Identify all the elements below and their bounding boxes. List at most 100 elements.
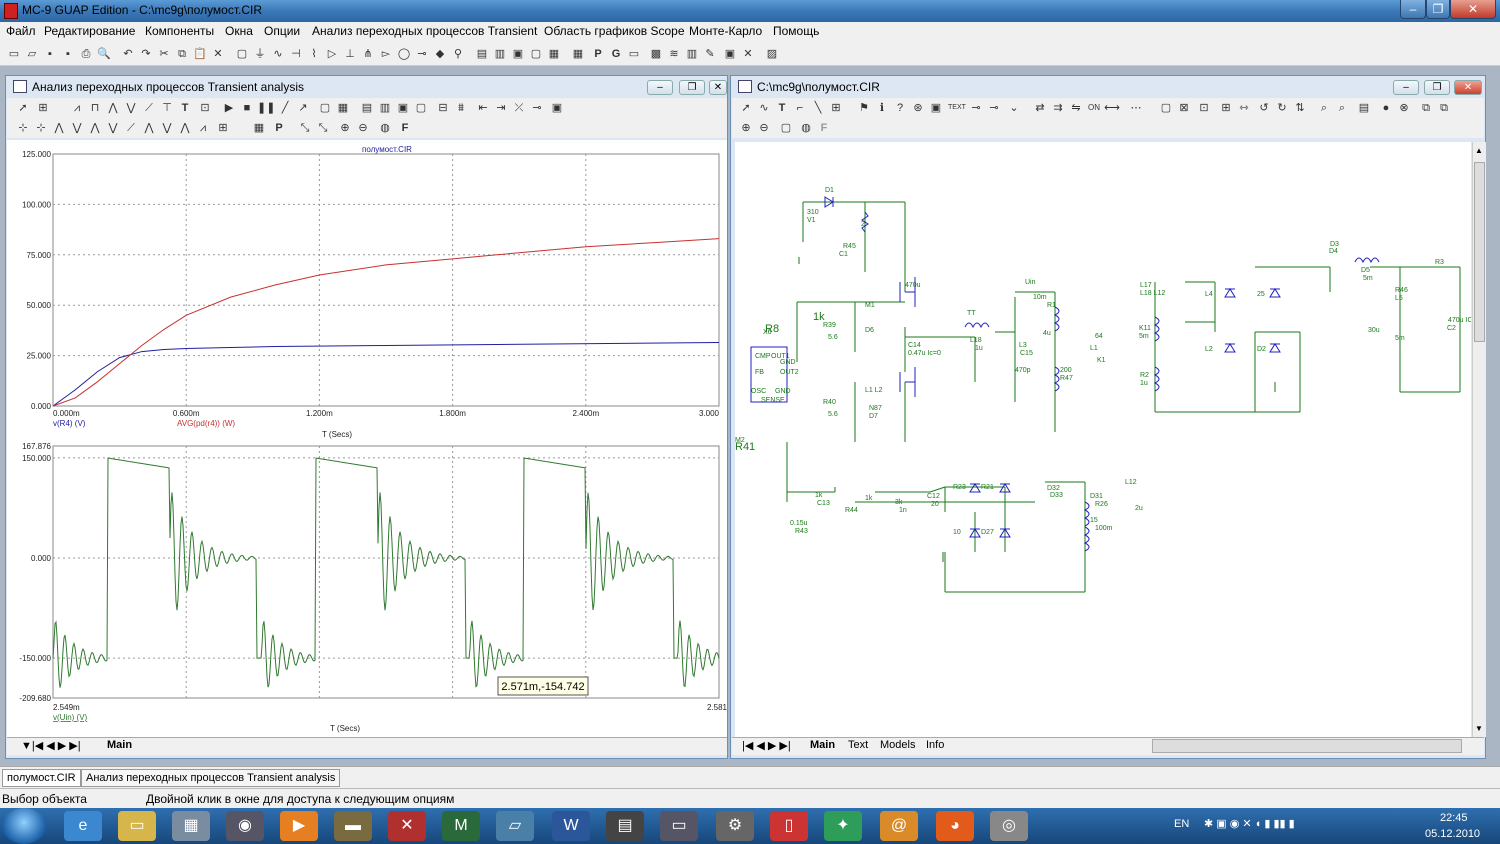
schematic-part[interactable] (899, 367, 916, 397)
book-icon[interactable]: ▤ (606, 811, 644, 841)
global-high-icon[interactable]: ⋀ (144, 122, 154, 134)
wire-icon[interactable]: ∿ (759, 102, 769, 114)
schematic-part[interactable] (969, 528, 981, 538)
voltage-icon[interactable]: ⊸ (989, 102, 999, 114)
menu-options[interactable]: Опции (264, 24, 301, 38)
run-icon[interactable]: ▶ (224, 102, 234, 114)
media-center-icon[interactable]: ◉ (226, 811, 264, 841)
schematic-part[interactable] (1153, 316, 1160, 342)
condition-icon[interactable]: ⇉ (1053, 102, 1063, 114)
text-toggle-icon[interactable]: TEXT (948, 104, 966, 111)
schematic-hscroll[interactable] (1152, 739, 1462, 753)
pause-icon[interactable]: ❚❚ (257, 102, 276, 114)
clear-icon[interactable]: ▢ (236, 48, 248, 60)
find-icon[interactable]: ⌕ (1320, 102, 1328, 114)
split-icon[interactable]: ▦ (548, 48, 560, 60)
cursor-mode-icon[interactable]: ⊹ (18, 122, 28, 134)
tab-models[interactable]: Models (880, 739, 916, 751)
on-icon[interactable]: ON (1088, 103, 1100, 112)
component-icon[interactable]: ⊞ (831, 102, 841, 114)
copy-icon[interactable]: ⧉ (178, 48, 186, 60)
window-icon[interactable]: ▢ (530, 48, 542, 60)
doc-tab-circuit[interactable]: полумост.CIR (2, 769, 81, 787)
settings-gear-icon[interactable]: ⚙ (716, 811, 754, 841)
save-icon[interactable]: ▪ (48, 48, 52, 60)
switch-icon[interactable]: ⊸ (417, 48, 427, 60)
tray-language[interactable]: EN (1174, 818, 1190, 830)
plot-layout-2-icon[interactable]: ▥ (379, 102, 391, 114)
schematic-part[interactable] (1083, 501, 1090, 527)
flip-icon[interactable]: ⇿ (1239, 102, 1249, 114)
schematic-part[interactable] (1354, 257, 1380, 264)
resistor-icon[interactable]: ∿ (273, 48, 283, 60)
slope-icon[interactable]: ⟋ (145, 102, 153, 114)
schematic-part[interactable] (824, 196, 834, 208)
library-icon[interactable]: ▥ (686, 48, 698, 60)
pin-connections-icon[interactable]: ⊠ (1179, 102, 1189, 114)
menu-monte-carlo[interactable]: Монте-Карло (689, 24, 763, 38)
tag-cursor-icon[interactable]: ⤡ (300, 122, 310, 134)
save-all-icon[interactable]: ▪ (66, 48, 70, 60)
zoom-icon[interactable]: ▣ (724, 48, 736, 60)
top-icon[interactable]: ⋀ (180, 122, 190, 134)
pdf-icon[interactable]: ▯ (770, 811, 808, 841)
schematic-part[interactable] (1224, 343, 1236, 353)
redo-icon[interactable]: ↷ (141, 48, 151, 60)
diag-wire-icon[interactable]: ╲ (814, 102, 822, 114)
grid-dots-icon[interactable]: ⋯ (1130, 102, 1142, 114)
source-icon[interactable]: ◯ (397, 48, 411, 60)
power-icon[interactable]: ⇄ (1035, 102, 1045, 114)
analysis-close-button[interactable]: ✕ (709, 80, 727, 95)
mail-icon[interactable]: @ (880, 811, 918, 841)
analysis-minimize-button[interactable]: – (647, 80, 673, 95)
scroll-up-icon[interactable]: ▲ (1475, 146, 1483, 155)
grid-icon[interactable]: ▭ (628, 48, 640, 60)
zoom-out-icon[interactable]: ⊖ (358, 122, 368, 134)
fit-icon[interactable]: ▢ (780, 122, 792, 134)
schematic-part[interactable] (1224, 288, 1236, 298)
plot-layout-3-icon[interactable]: ▣ (397, 102, 409, 114)
valley-icon[interactable]: ⋁ (126, 102, 136, 114)
level-icon[interactable]: ⊤ (162, 102, 172, 114)
split-plot-icon[interactable]: ⊟ (438, 102, 448, 114)
flag-icon[interactable]: ⚑ (859, 102, 869, 114)
schematic-part[interactable] (750, 346, 788, 403)
microcap-icon[interactable]: ✦ (824, 811, 862, 841)
go-icon[interactable]: ● (1382, 102, 1390, 114)
minimize-button[interactable]: – (1400, 0, 1426, 19)
schematic-part[interactable] (1053, 306, 1060, 332)
rotate-left-icon[interactable]: ↺ (1259, 102, 1269, 114)
tag-horizontal-icon[interactable]: ⤡ (318, 122, 328, 134)
select-icon[interactable]: ➚ (741, 102, 751, 114)
print-preview-icon[interactable]: 🔍 (97, 48, 111, 60)
g-icon[interactable]: G (611, 48, 621, 60)
cut-icon[interactable]: ✂ (159, 48, 169, 60)
monitor-icon[interactable]: ▣ (551, 102, 563, 114)
schematic-zoom-out-icon[interactable]: ⊖ (759, 122, 769, 134)
diode-icon[interactable]: ▷ (327, 48, 337, 60)
schematic-part[interactable] (899, 277, 916, 307)
multi-window-icon[interactable]: ⧉ (1440, 102, 1448, 114)
text-icon[interactable]: T (778, 102, 786, 114)
tab-main-schematic[interactable]: Main (810, 739, 836, 751)
box-icon[interactable]: ▢ (319, 102, 331, 114)
stop-icon[interactable]: ■ (243, 102, 251, 114)
node-icon[interactable]: ◆ (435, 48, 445, 60)
word-icon[interactable]: W (552, 811, 590, 841)
p-icon[interactable]: P (594, 48, 602, 60)
paste-icon[interactable]: 📋 (193, 48, 207, 60)
maximize-button[interactable]: ❐ (1426, 0, 1450, 19)
menu-file[interactable]: Файл (6, 24, 36, 38)
menu-help[interactable]: Помощь (773, 24, 820, 38)
file-commander-icon[interactable]: M (442, 811, 480, 841)
menu-scope[interactable]: Область графиков Scope (544, 24, 685, 38)
cursor-right-icon[interactable]: ⇥ (496, 102, 506, 114)
schematic-part[interactable] (1269, 288, 1281, 298)
scale-reset-icon[interactable]: ◍ (380, 122, 390, 134)
probe-icon[interactable]: ⚲ (453, 48, 463, 60)
pulse-icon[interactable]: ⊓ (90, 102, 100, 114)
cascade-icon[interactable]: ▣ (512, 48, 524, 60)
tag-icon[interactable]: ⊡ (200, 102, 210, 114)
current-icon[interactable]: ⌄ (1009, 102, 1019, 114)
delete-icon[interactable]: ✕ (213, 48, 223, 60)
